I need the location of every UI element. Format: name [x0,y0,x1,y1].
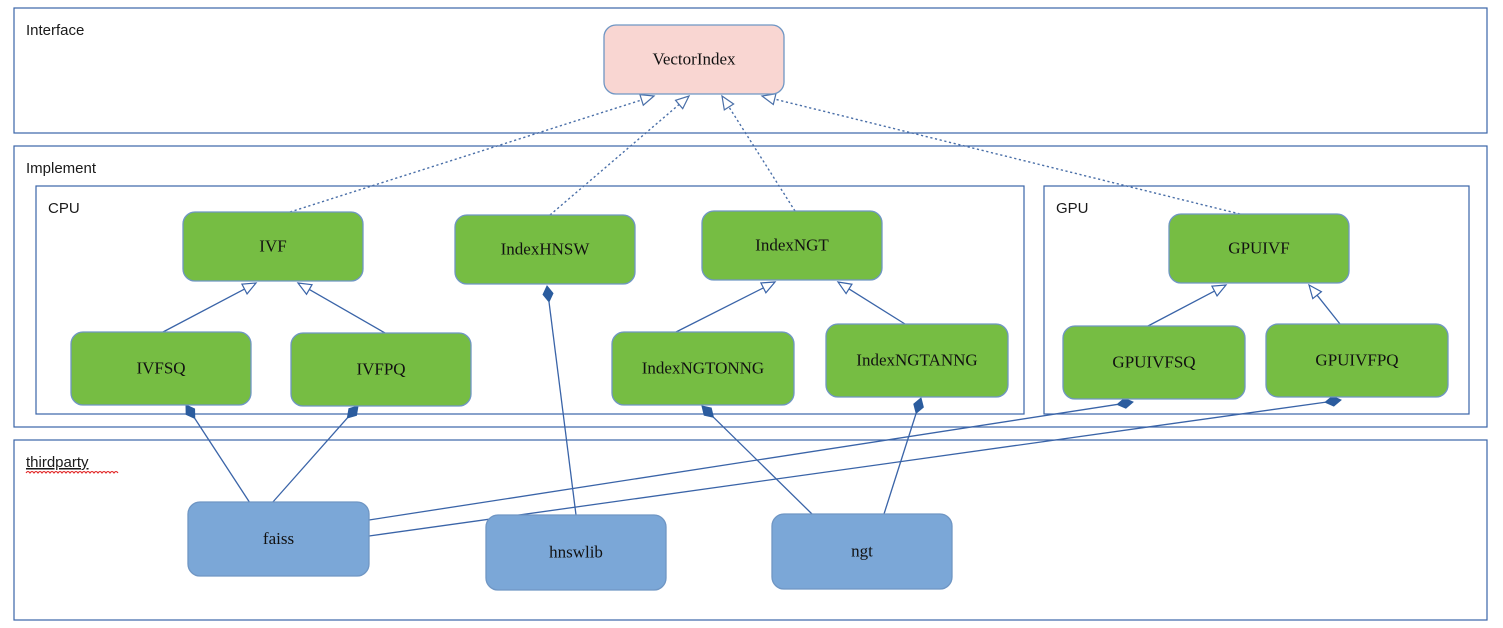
node-box-VectorIndex[interactable] [603,24,785,95]
node-box-IndexNGT[interactable] [701,210,883,281]
group-label-cpu: CPU [48,200,80,217]
edge-IndexHNSW-to-VectorIndex [549,94,691,216]
edge-line [368,403,1118,521]
arrowhead-hollow-triangle [1308,283,1323,300]
edge-line [368,401,1326,537]
arrowhead-filled-diamond [701,405,715,418]
node-IVF[interactable]: IVF [182,211,364,282]
edge-line [1316,294,1341,325]
edge-line [675,287,764,333]
node-box-IVF[interactable] [182,211,364,282]
node-VectorIndex[interactable]: VectorIndex [603,24,785,95]
edge-faiss-to-IVFPQ [271,405,359,504]
node-box-GPUIVF[interactable] [1168,213,1350,284]
edge-line [712,416,813,515]
arrowhead-hollow-triangle [759,281,777,294]
edge-line [774,98,1241,215]
node-hnswlib[interactable]: hnswlib [485,514,667,591]
group-label-gpu: GPU [1056,200,1089,217]
node-label-IVF: IVF [259,236,286,255]
node-IVFSQ[interactable]: IVFSQ [70,331,252,406]
edge-ngt-to-IndexNGTANNG [883,397,924,515]
node-box-IVFPQ[interactable] [290,332,472,407]
arrowhead-hollow-triangle [240,282,258,296]
edge-line [194,418,251,504]
edge-GPUIVFSQ-to-GPUIVF [1147,284,1228,327]
node-faiss[interactable]: faiss [187,501,370,577]
node-label-hnswlib: hnswlib [549,542,603,561]
edge-IndexNGTANNG-to-IndexNGT [836,281,906,325]
edge-line [289,99,642,213]
arrowhead-filled-diamond [542,285,554,303]
node-box-IndexHNSW[interactable] [454,214,636,285]
edge-GPUIVFPQ-to-GPUIVF [1308,283,1341,325]
node-GPUIVFPQ[interactable]: GPUIVFPQ [1265,323,1449,398]
node-label-IndexNGTANNG: IndexNGTANNG [856,350,977,369]
edge-IVFSQ-to-IVF [162,282,258,333]
node-label-faiss: faiss [263,529,294,548]
edge-faiss-to-IVFSQ [185,404,251,504]
arrowhead-filled-diamond [913,397,924,415]
node-box-GPUIVFPQ[interactable] [1265,323,1449,398]
edge-ngt-to-IndexNGTONNG [701,405,813,515]
node-label-IVFPQ: IVFPQ [356,359,405,378]
edge-line [548,301,577,516]
node-GPUIVF[interactable]: GPUIVF [1168,213,1350,284]
arrowhead-hollow-triangle [296,282,313,296]
edge-line [271,417,348,504]
node-box-hnswlib[interactable] [485,514,667,591]
spellcheck-underline [25,470,119,474]
node-IVFPQ[interactable]: IVFPQ [290,332,472,407]
node-label-GPUIVFPQ: GPUIVFPQ [1315,350,1398,369]
node-label-GPUIVFSQ: GPUIVFSQ [1112,352,1195,371]
node-box-IndexNGTANNG[interactable] [825,323,1009,398]
edge-IndexNGT-to-VectorIndex [721,94,796,212]
edge-IVFPQ-to-IVF [296,282,386,334]
arrowhead-hollow-triangle [1210,284,1228,297]
edges-layer [162,93,1342,537]
edge-line [728,106,796,212]
edge-IVF-to-VectorIndex [289,94,656,213]
node-label-ngt: ngt [851,541,873,560]
arrowhead-hollow-triangle [639,94,656,107]
node-box-ngt[interactable] [771,513,953,590]
edge-IndexNGTONNG-to-IndexNGT [675,281,777,333]
edge-line [848,288,906,325]
arrowhead-filled-diamond [185,404,196,420]
arrowhead-hollow-triangle [760,93,777,106]
group-label-interface: Interface [26,22,84,39]
node-IndexNGTONNG[interactable]: IndexNGTONNG [611,331,795,406]
node-IndexHNSW[interactable]: IndexHNSW [454,214,636,285]
node-box-IVFSQ[interactable] [70,331,252,406]
edge-GPUIVF-to-VectorIndex [760,93,1241,215]
node-IndexNGT[interactable]: IndexNGT [701,210,883,281]
group-label-implement: Implement [26,160,97,177]
node-IndexNGTANNG[interactable]: IndexNGTANNG [825,323,1009,398]
node-label-VectorIndex: VectorIndex [652,49,736,68]
edge-line [162,288,245,333]
group-label-thirdparty: thirdparty [26,454,89,471]
node-label-IndexNGT: IndexNGT [755,235,829,254]
arrowhead-hollow-triangle [721,94,735,111]
node-GPUIVFSQ[interactable]: GPUIVFSQ [1062,325,1246,400]
node-ngt[interactable]: ngt [771,513,953,590]
node-label-IndexNGTONNG: IndexNGTONNG [642,358,764,377]
node-box-GPUIVFSQ[interactable] [1062,325,1246,400]
arrowhead-filled-diamond [346,405,359,419]
edge-line [883,413,917,515]
edge-hnswlib-to-IndexHNSW [542,285,577,516]
edge-line [1147,290,1215,327]
node-box-IndexNGTONNG[interactable] [611,331,795,406]
node-label-IndexHNSW: IndexHNSW [501,239,591,258]
node-label-GPUIVF: GPUIVF [1228,238,1289,257]
node-label-IVFSQ: IVFSQ [136,358,185,377]
arrowhead-hollow-triangle [836,281,853,295]
arrowhead-hollow-triangle [674,94,691,110]
edge-line [308,288,386,334]
node-box-faiss[interactable] [187,501,370,577]
